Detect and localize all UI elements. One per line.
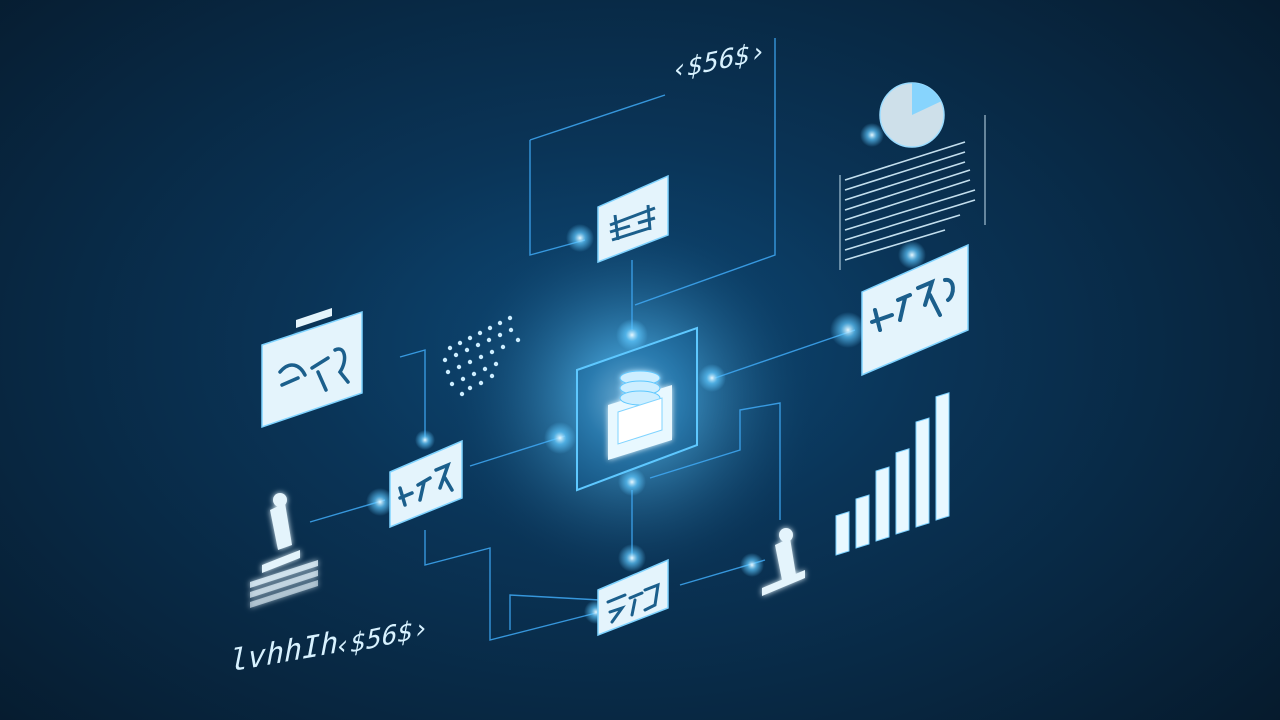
node-card-mid-left	[389, 439, 463, 529]
text-lines-panel	[839, 115, 986, 270]
bar-chart-bar	[895, 448, 910, 535]
label-bottom-left: lvhhIh	[230, 626, 338, 680]
node-card-bottom	[597, 558, 669, 637]
pie-chart-icon	[879, 82, 945, 148]
central-node	[576, 326, 698, 492]
bar-chart-bar	[855, 494, 870, 549]
person-at-computer-icon	[250, 493, 318, 608]
node-card-right	[861, 243, 969, 377]
bar-chart-bar	[875, 466, 890, 542]
database-icon	[608, 370, 672, 460]
dot-cluster	[442, 315, 521, 397]
node-card-top	[597, 174, 669, 264]
label-bottom: ‹$56$›	[335, 613, 429, 663]
node-card-left	[261, 308, 363, 429]
bar-chart-bar	[915, 417, 930, 528]
person-at-computer-icon-right	[762, 528, 805, 596]
bar-chart-icon	[835, 392, 950, 556]
bar-chart-bar	[835, 511, 850, 556]
bar-chart-bar	[935, 392, 950, 521]
label-top: ‹$56$›	[672, 36, 766, 86]
pie-chart-slice	[912, 83, 941, 115]
